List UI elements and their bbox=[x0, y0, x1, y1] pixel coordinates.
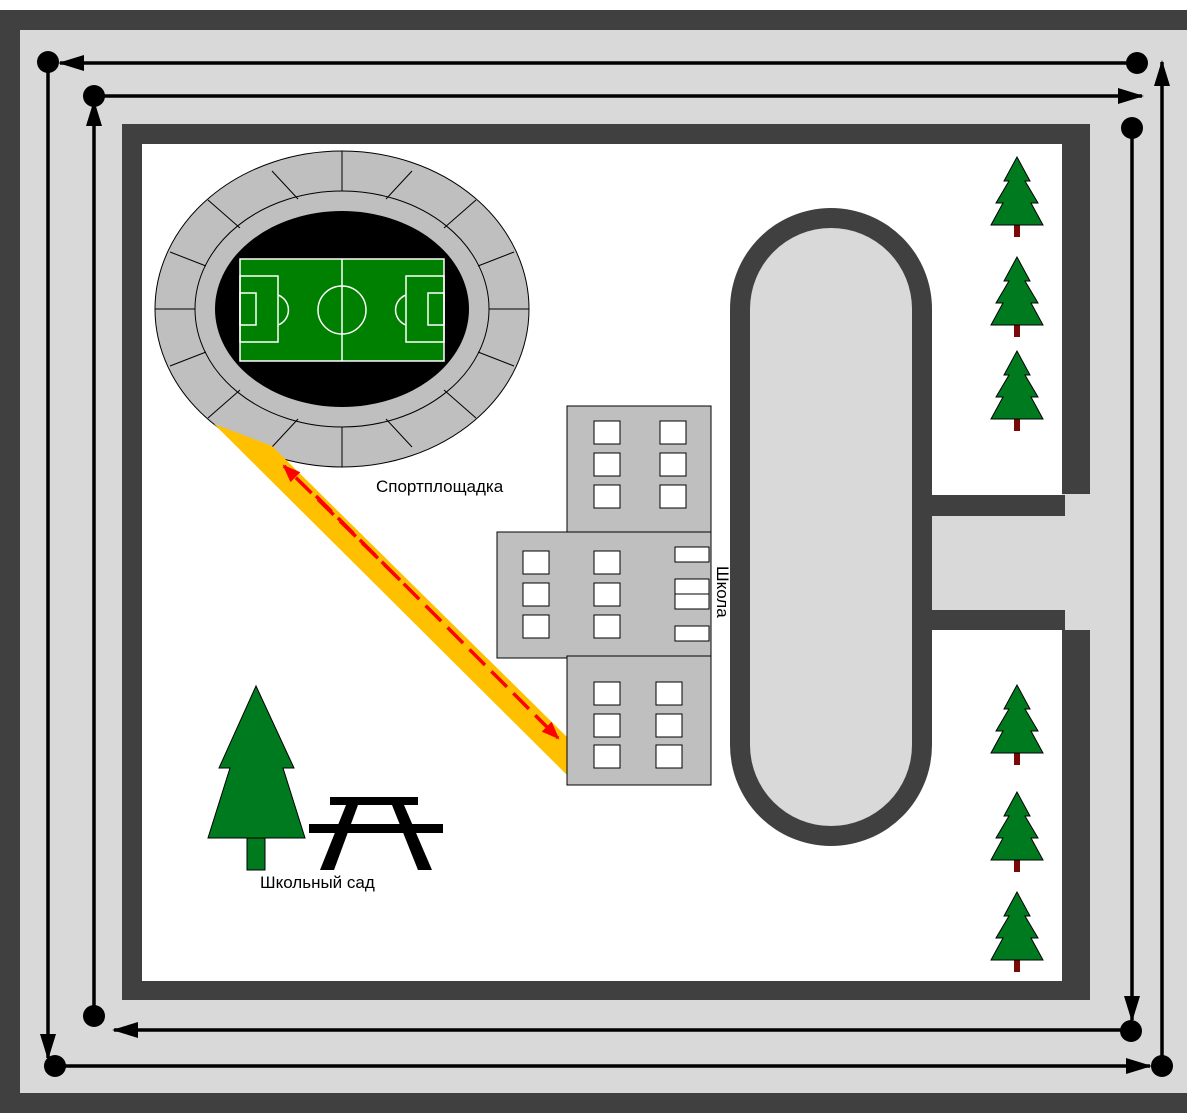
route-nodes bbox=[37, 51, 1173, 1077]
tree-icon bbox=[990, 790, 1044, 872]
tree-icon bbox=[990, 683, 1044, 765]
stadium-icon bbox=[154, 150, 530, 468]
small-tree-group bbox=[990, 155, 1044, 972]
tree-icon bbox=[990, 255, 1044, 337]
tree-icon bbox=[207, 684, 306, 871]
sports-ground-label: Спортплощадка bbox=[376, 477, 504, 496]
tree-icon bbox=[990, 155, 1044, 237]
entrance-driveway bbox=[905, 516, 1092, 610]
tree-icon bbox=[990, 349, 1044, 431]
walking-path bbox=[214, 424, 568, 776]
oval-driveway-inner bbox=[750, 228, 912, 826]
school-garden-label: Школьный сад bbox=[260, 873, 375, 892]
school-building-icon bbox=[496, 405, 712, 786]
school-label: Школа bbox=[713, 566, 732, 618]
route-arrows bbox=[40, 55, 1170, 1074]
path-arrow-icon bbox=[314, 494, 560, 740]
bench-icon bbox=[309, 797, 443, 870]
path-arrow-back-icon bbox=[282, 464, 402, 582]
tree-icon bbox=[990, 890, 1044, 972]
